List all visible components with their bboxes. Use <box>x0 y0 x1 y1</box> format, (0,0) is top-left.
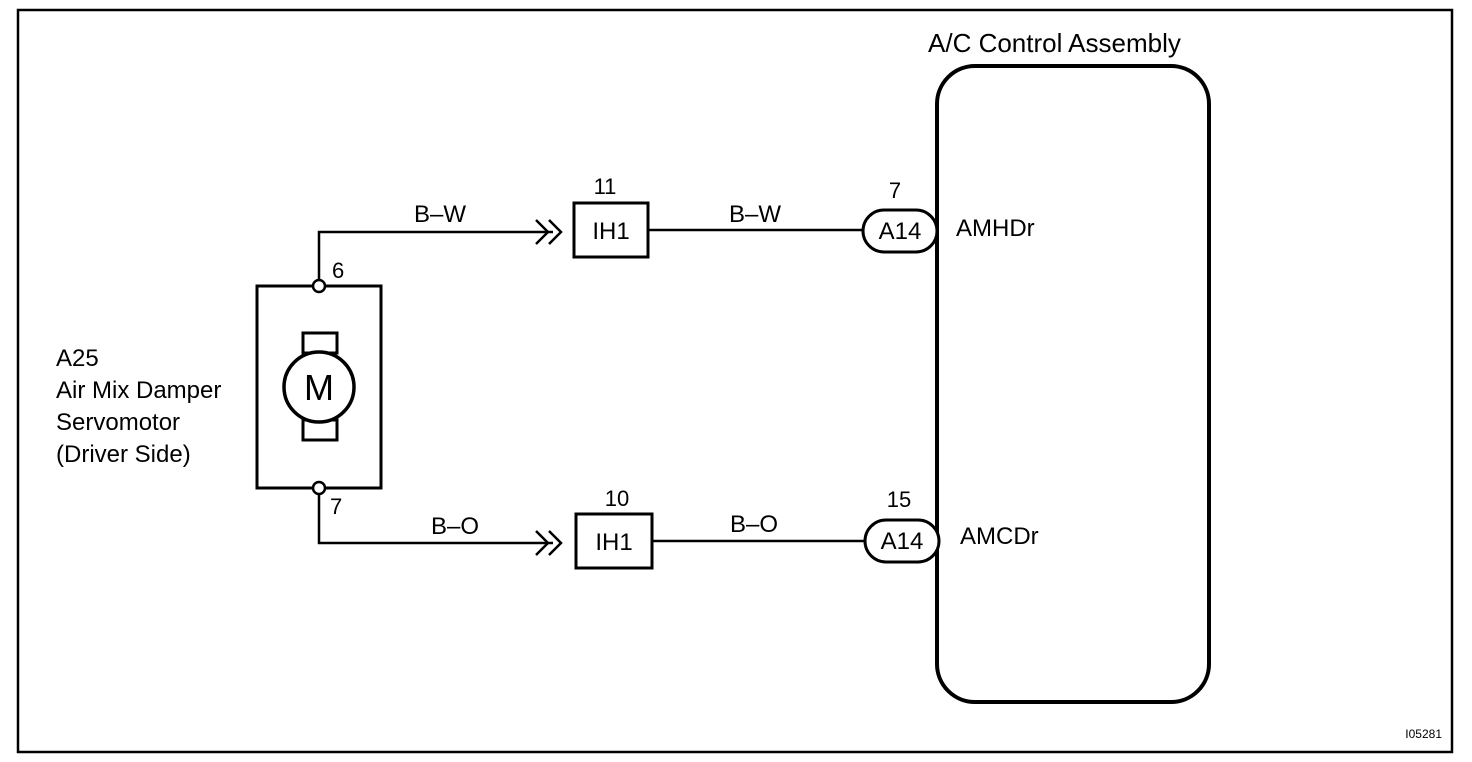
servomotor-pin-top: 6 <box>332 258 344 283</box>
servomotor-a25: M 6 7 A25 Air Mix Damper Servomotor (Dri… <box>56 258 383 519</box>
wire-color-bottom-left: B–O <box>431 513 479 540</box>
ac-control-assembly: A/C Control Assembly AMHDr AMCDr <box>928 28 1211 704</box>
connector-arrow-3 <box>535 530 550 556</box>
junction-ih1-top-label: IH1 <box>592 218 629 245</box>
wire-color-top-right: B–W <box>729 201 781 228</box>
motor-letter: M <box>304 367 334 408</box>
connector-a14-bottom-label: A14 <box>881 528 924 555</box>
connector-bottom-pin: 15 <box>887 487 911 512</box>
servomotor-name-line2: Servomotor <box>56 409 180 436</box>
connector-arrow-2 <box>548 219 563 245</box>
wire-bo-left <box>317 494 553 545</box>
diagram-frame <box>16 8 1454 754</box>
junction-ih1-top <box>572 201 650 259</box>
junction-ih1-bottom-label: IH1 <box>595 529 632 556</box>
connector-arrow-1 <box>535 219 550 245</box>
servomotor-name-line3: (Driver Side) <box>56 441 191 468</box>
ac-control-assembly-title: A/C Control Assembly <box>928 28 1181 58</box>
terminal-amcdr-label: AMCDr <box>960 523 1039 550</box>
motor-brush-top <box>301 331 339 355</box>
ac-control-assembly-box <box>935 64 1211 704</box>
terminal-amhdr-label: AMHDr <box>956 215 1035 242</box>
pin-6-terminal <box>311 278 327 294</box>
servomotor-name-line1: Air Mix Damper <box>56 377 221 404</box>
connector-a14-bottom <box>863 518 941 564</box>
bottom-circuit: IH1 10 B–O B–O A14 15 <box>317 486 941 570</box>
connector-a14-top <box>861 208 939 254</box>
top-circuit: IH1 11 B–W B–W A14 7 <box>317 174 939 280</box>
figure-id: I05281 <box>1405 727 1442 741</box>
servomotor-pin-bottom: 7 <box>330 494 342 519</box>
wire-color-bottom-right: B–O <box>730 511 778 538</box>
wire-bw-left <box>317 230 553 280</box>
connector-arrow-4 <box>548 530 563 556</box>
motor-symbol <box>282 350 356 424</box>
junction-bottom-pin: 10 <box>605 486 629 511</box>
pin-7-terminal <box>311 480 327 496</box>
connector-top-pin: 7 <box>889 178 901 203</box>
connector-a14-top-label: A14 <box>879 218 922 245</box>
junction-ih1-bottom <box>574 512 654 570</box>
wire-color-top-left: B–W <box>414 201 466 228</box>
junction-top-pin: 11 <box>594 174 617 199</box>
servomotor-code: A25 <box>56 345 99 372</box>
